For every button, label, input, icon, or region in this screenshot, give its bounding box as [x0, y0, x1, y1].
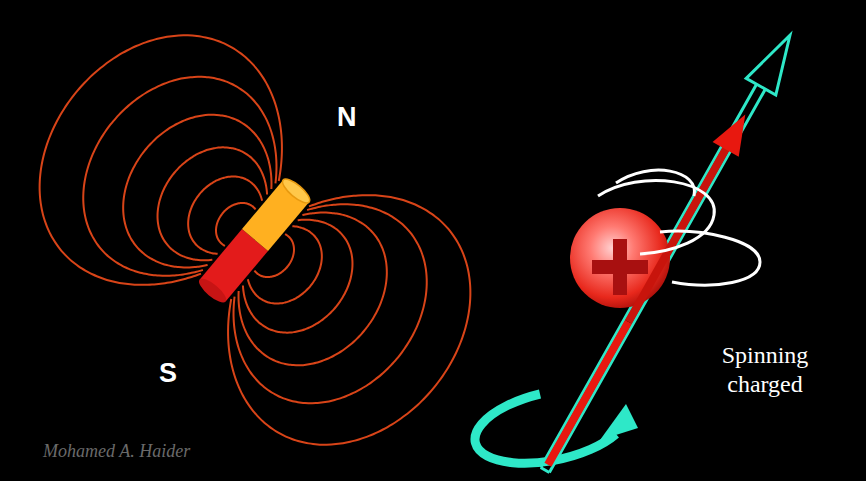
rotation-arrow	[475, 394, 616, 463]
watermark: Mohamed A. Haider	[40, 440, 193, 464]
moment-shaft	[548, 322, 629, 465]
axis-head	[746, 27, 805, 95]
field-lines	[0, 0, 519, 481]
field-line	[0, 0, 326, 330]
field-line	[184, 150, 519, 481]
moment-head	[713, 107, 759, 157]
spin-ring	[616, 170, 694, 196]
particle-caption: Spinning charged	[700, 340, 830, 400]
magnet-cap	[279, 175, 313, 206]
rotation-arrowhead	[600, 404, 638, 440]
axis-shaft	[541, 80, 768, 473]
field-line	[218, 190, 417, 394]
moment-arrow-top	[615, 107, 758, 329]
field-line	[202, 171, 465, 440]
bar-magnet	[196, 175, 313, 306]
moment-arrow	[548, 322, 629, 465]
field-line	[94, 86, 293, 290]
spin-ring	[598, 180, 714, 254]
plus-sign	[613, 239, 627, 295]
spin-ring	[660, 231, 760, 285]
spin-axis	[530, 27, 805, 478]
pole-label: S	[156, 356, 180, 390]
charged-sphere	[570, 208, 670, 308]
magnet-end	[196, 275, 230, 306]
field-line	[45, 39, 308, 308]
pole-label: N	[334, 100, 360, 134]
